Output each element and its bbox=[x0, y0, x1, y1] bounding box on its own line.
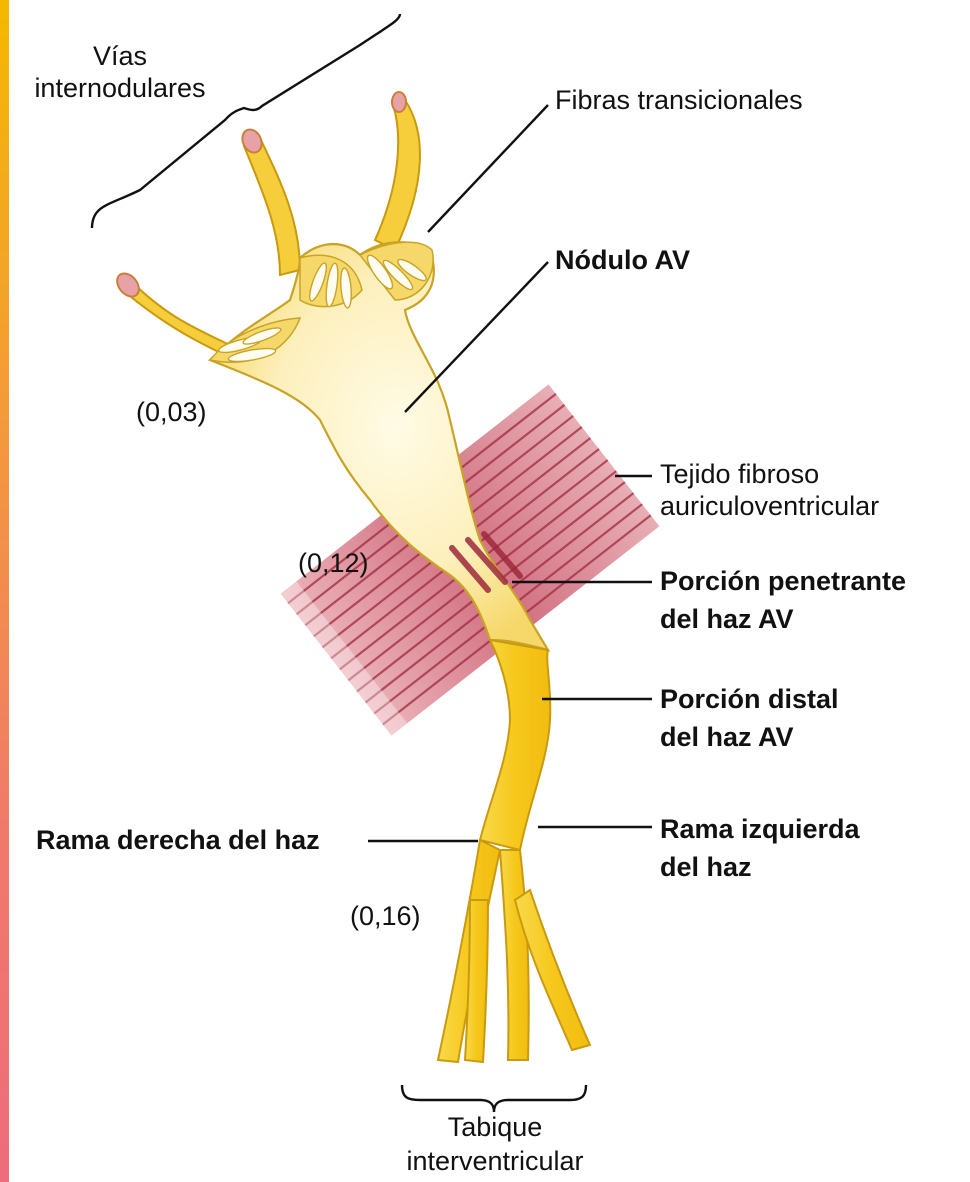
timing-003: (0,03) bbox=[136, 396, 207, 428]
label-tabique-line2: interventricular bbox=[390, 1144, 600, 1178]
label-rama-izq-line2: del haz bbox=[660, 848, 860, 886]
label-fibras-transicionales: Fibras transicionales bbox=[555, 84, 803, 116]
bracket-septum bbox=[402, 1085, 586, 1112]
timing-012: (0,12) bbox=[298, 547, 369, 579]
label-porcion-penetrante: Porción penetrante del haz AV bbox=[660, 562, 906, 638]
label-rama-izq-line1: Rama izquierda bbox=[660, 810, 860, 848]
timing-016: (0,16) bbox=[350, 900, 421, 932]
label-distal-line2: del haz AV bbox=[660, 718, 839, 756]
label-vias-line1: Vías bbox=[25, 40, 215, 72]
label-porcion-distal: Porción distal del haz AV bbox=[660, 680, 839, 756]
label-rama-izquierda: Rama izquierda del haz bbox=[660, 810, 860, 886]
label-nodulo-av: Nódulo AV bbox=[555, 244, 690, 276]
label-tejido-fibroso: Tejido fibroso auriculoventricular bbox=[660, 458, 879, 522]
label-penetrante-line1: Porción penetrante bbox=[660, 562, 906, 600]
label-tejido-line2: auriculoventricular bbox=[660, 490, 879, 522]
label-tabique-interventricular: Tabique interventricular bbox=[390, 1110, 600, 1178]
label-rama-derecha: Rama derecha del haz bbox=[36, 824, 320, 856]
label-tabique-line1: Tabique bbox=[390, 1110, 600, 1144]
label-vias-internodulares: Vías internodulares bbox=[25, 40, 215, 104]
label-vias-line2: internodulares bbox=[25, 72, 215, 104]
label-penetrante-line2: del haz AV bbox=[660, 600, 906, 638]
label-distal-line1: Porción distal bbox=[660, 680, 839, 718]
label-tejido-line1: Tejido fibroso bbox=[660, 458, 879, 490]
distal-bundle bbox=[438, 640, 590, 1062]
